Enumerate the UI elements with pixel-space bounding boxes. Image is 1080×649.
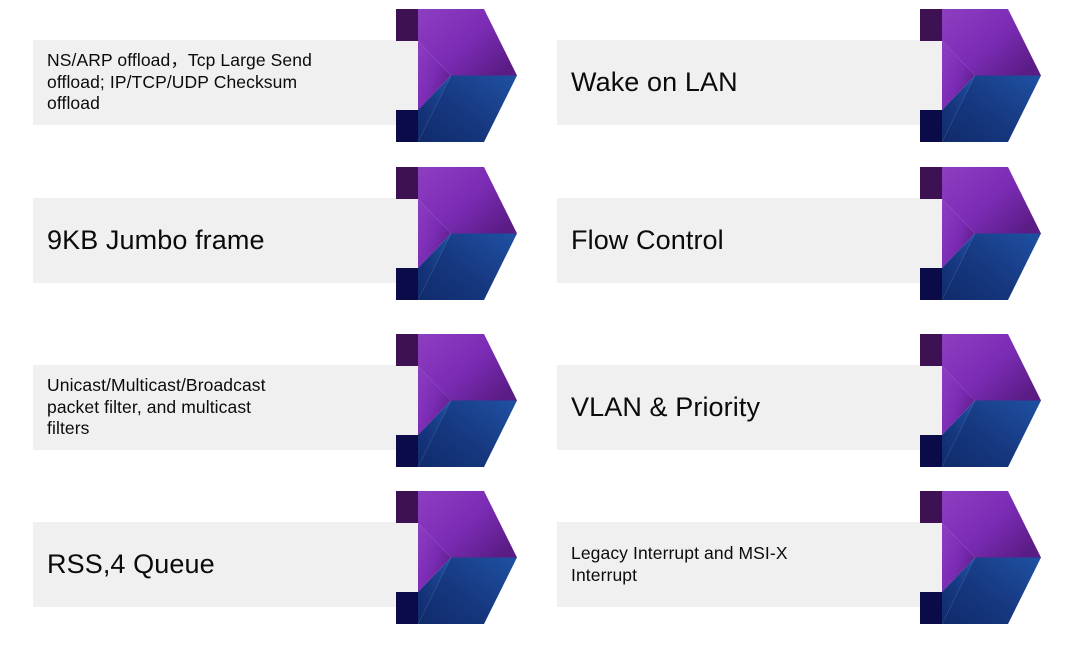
feature-item-interrupts[interactable]: Legacy Interrupt and MSI-X Interrupt bbox=[557, 490, 1042, 625]
feature-label-text: 9KB Jumbo frame bbox=[47, 224, 265, 255]
chevron-arrow-icon bbox=[396, 167, 517, 300]
feature-label-text: Unicast/Multicast/Broadcast packet filte… bbox=[47, 375, 266, 439]
chevron-arrow-icon bbox=[396, 334, 517, 467]
chevron-arrow-icon bbox=[920, 9, 1041, 142]
feature-label-plate: Legacy Interrupt and MSI-X Interrupt bbox=[557, 522, 947, 607]
feature-item-ns-arp-offload[interactable]: NS/ARP offload，Tcp Large Send offload; I… bbox=[33, 8, 518, 143]
chevron-arrow bbox=[912, 166, 1042, 301]
chevron-arrow-icon bbox=[920, 334, 1041, 467]
feature-label-plate: Flow Control bbox=[557, 198, 947, 283]
chevron-arrow bbox=[388, 333, 518, 468]
feature-label-text: Legacy Interrupt and MSI-X Interrupt bbox=[571, 543, 788, 585]
feature-label-plate: VLAN & Priority bbox=[557, 365, 947, 450]
feature-item-wake-on-lan[interactable]: Wake on LAN bbox=[557, 8, 1042, 143]
chevron-arrow-icon bbox=[920, 167, 1041, 300]
feature-item-flow-control[interactable]: Flow Control bbox=[557, 166, 1042, 301]
feature-label-text: RSS,4 Queue bbox=[47, 548, 215, 579]
chevron-arrow bbox=[912, 8, 1042, 143]
feature-label-plate: 9KB Jumbo frame bbox=[33, 198, 423, 283]
feature-label-text: VLAN & Priority bbox=[571, 391, 761, 422]
chevron-arrow-icon bbox=[396, 9, 517, 142]
feature-label-plate: RSS,4 Queue bbox=[33, 522, 423, 607]
chevron-arrow bbox=[912, 490, 1042, 625]
feature-item-vlan-priority[interactable]: VLAN & Priority bbox=[557, 333, 1042, 468]
feature-label-text: Wake on LAN bbox=[571, 66, 738, 97]
feature-item-jumbo-frame[interactable]: 9KB Jumbo frame bbox=[33, 166, 518, 301]
feature-label-plate: NS/ARP offload，Tcp Large Send offload; I… bbox=[33, 40, 423, 125]
feature-label-plate: Wake on LAN bbox=[557, 40, 947, 125]
chevron-arrow bbox=[388, 490, 518, 625]
chevron-arrow-icon bbox=[920, 491, 1041, 624]
chevron-arrow-icon bbox=[396, 491, 517, 624]
chevron-arrow bbox=[388, 8, 518, 143]
chevron-arrow bbox=[912, 333, 1042, 468]
feature-label-plate: Unicast/Multicast/Broadcast packet filte… bbox=[33, 365, 423, 450]
chevron-arrow bbox=[388, 166, 518, 301]
feature-item-packet-filter[interactable]: Unicast/Multicast/Broadcast packet filte… bbox=[33, 333, 518, 468]
feature-label-text: NS/ARP offload，Tcp Large Send offload; I… bbox=[47, 50, 312, 114]
feature-label-text: Flow Control bbox=[571, 224, 724, 255]
feature-item-rss-queue[interactable]: RSS,4 Queue bbox=[33, 490, 518, 625]
